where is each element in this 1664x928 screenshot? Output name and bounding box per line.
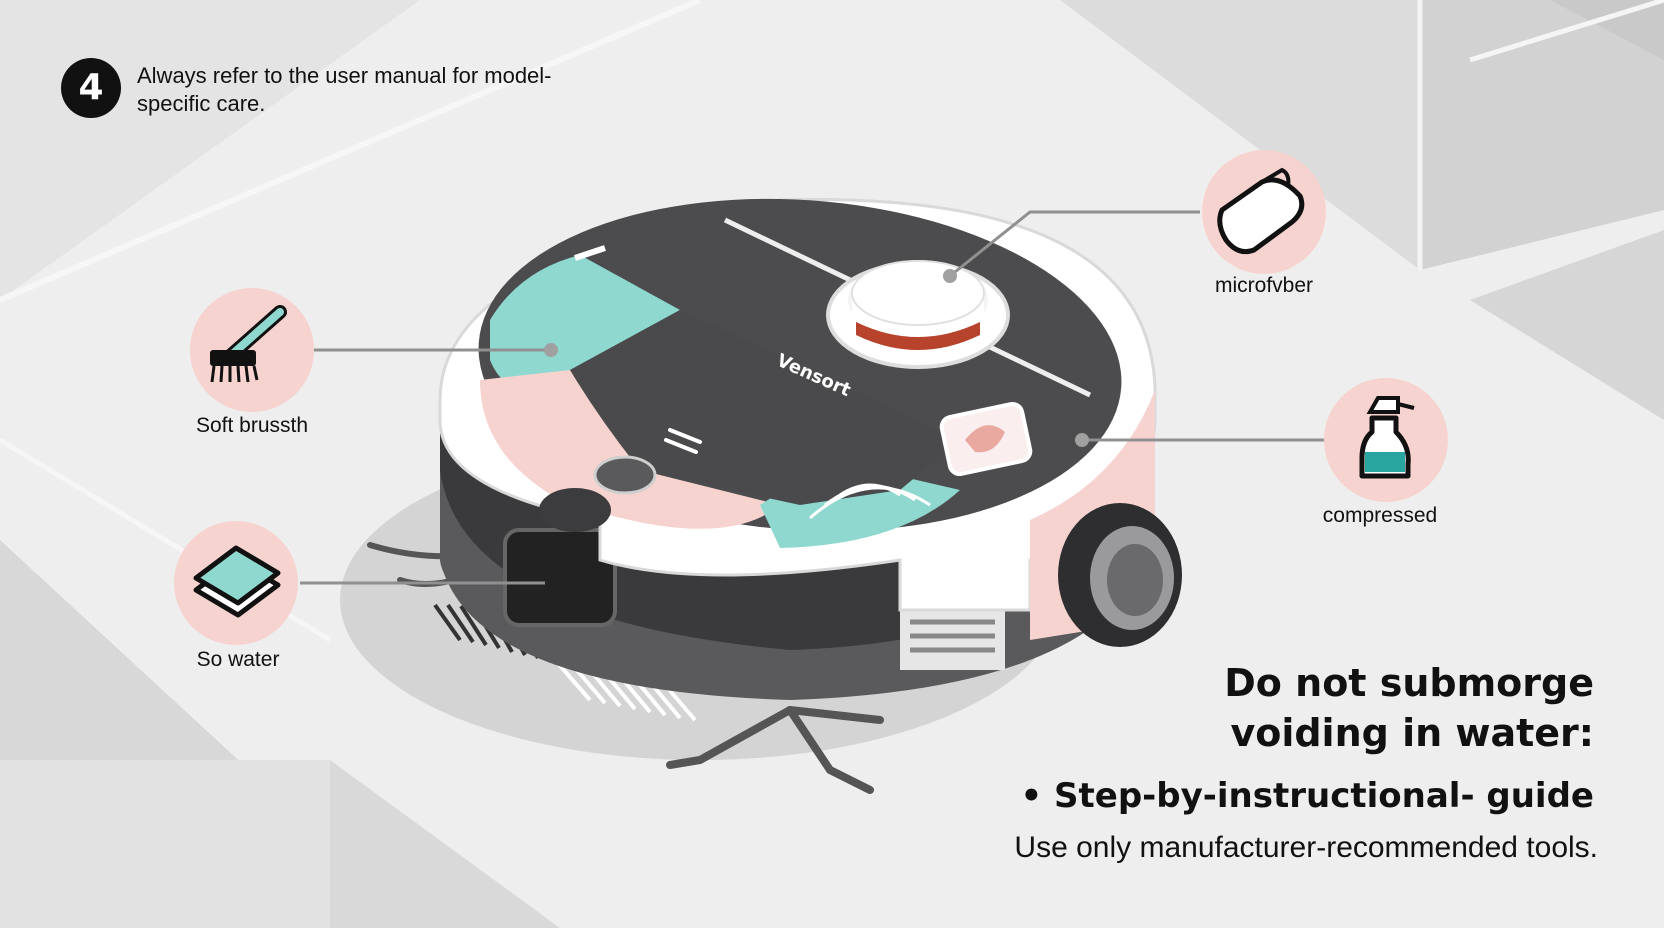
callout-label-microfiber: microfvber	[1214, 274, 1314, 297]
support-legs	[666, 706, 884, 794]
dustbin-port	[503, 528, 617, 627]
callout-label-compressed: compressed	[1322, 504, 1438, 527]
step-number-badge: 4	[61, 58, 121, 118]
callout-icon-spray-bottle	[1324, 378, 1448, 502]
callout-label-cloth: So water	[196, 648, 280, 671]
drive-wheel	[1058, 503, 1182, 647]
tools-note: Use only manufacturer-recommended tools.	[1014, 831, 1598, 864]
control-buttons	[539, 401, 1033, 532]
callout-label-soft-brush: Soft brussth	[195, 414, 309, 437]
step-note: Always refer to the user manual for mode…	[137, 63, 552, 116]
warning-title: Do not submorge voiding in water:	[974, 658, 1594, 758]
guide-bullet: • Step-by-instructional- guide	[1020, 776, 1594, 816]
callout-icon-soft-brush	[190, 288, 314, 412]
warning-title-line-2: voiding in water:	[1230, 711, 1594, 755]
callout-lines	[300, 210, 1325, 585]
callout-icon-cloth	[174, 521, 298, 645]
warning-title-line-1: Do not submorge	[1224, 661, 1594, 705]
lidar-turret	[826, 260, 1010, 369]
callout-icon-microfiber	[1202, 150, 1326, 274]
